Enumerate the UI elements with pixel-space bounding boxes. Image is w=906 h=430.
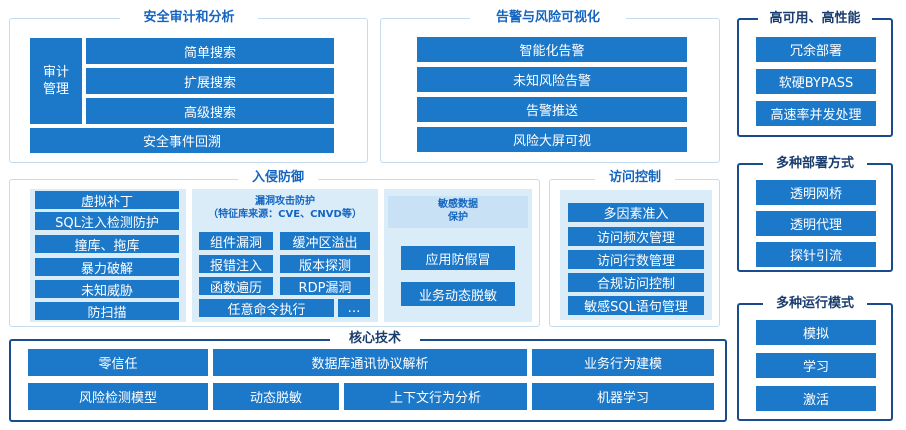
vuln-item-rdp[interactable]: RDP漏洞 [280,277,370,296]
intrusion-item-brute-force[interactable]: 暴力破解 [35,258,179,277]
ha-item-bypass[interactable]: 软硬BYPASS [756,69,876,94]
audit-item-event-trace[interactable]: 安全事件回溯 [30,128,334,153]
ha-item-redundant[interactable]: 冗余部署 [756,37,876,62]
mode-item-activate[interactable]: 激活 [756,386,876,411]
ha-panel-title: 高可用、高性能 [758,11,872,27]
intrusion-item-sql-injection[interactable]: SQL注入检测防护 [35,212,179,231]
alert-item-push[interactable]: 告警推送 [417,97,687,122]
sensitive-title-line1: 敏感数据 [438,199,478,210]
mode-item-simulate[interactable]: 模拟 [756,320,876,345]
vuln-item-component[interactable]: 组件漏洞 [199,232,273,251]
core-item-behavior-modeling[interactable]: 业务行为建模 [532,349,714,376]
alert-panel-title: 告警与风险可视化 [470,10,626,26]
core-item-machine-learning[interactable]: 机器学习 [532,383,714,410]
deploy-panel-title: 多种部署方式 [763,156,867,172]
access-item-frequency[interactable]: 访问频次管理 [568,227,704,246]
core-item-risk-model[interactable]: 风险检测模型 [28,383,208,410]
vuln-item-more[interactable]: … [338,299,370,317]
audit-item-advanced-search[interactable]: 高级搜索 [86,98,334,124]
vuln-group-title-line1: 漏洞攻击防护 [255,196,315,207]
audit-panel-title: 安全审计和分析 [120,10,258,26]
audit-label-line1: 审计 [42,65,69,80]
access-item-row-count[interactable]: 访问行数管理 [568,250,704,269]
core-item-context-analysis[interactable]: 上下文行为分析 [344,383,527,410]
vuln-item-version-probe[interactable]: 版本探测 [280,255,370,274]
intrusion-item-unknown-threat[interactable]: 未知威胁 [35,280,179,299]
audit-item-extended-search[interactable]: 扩展搜索 [86,68,334,94]
sensitive-header [388,196,528,228]
access-item-mfa[interactable]: 多因素准入 [568,203,704,222]
access-panel-title: 访问控制 [595,170,675,186]
sensitive-item-anti-impersonation[interactable]: 应用防假冒 [401,246,515,270]
mode-item-learn[interactable]: 学习 [756,353,876,378]
alert-item-smart[interactable]: 智能化告警 [417,37,687,62]
sensitive-title-line2: 保护 [448,212,468,223]
intrusion-item-anti-scan[interactable]: 防扫描 [35,302,179,321]
deploy-item-proxy[interactable]: 透明代理 [756,211,876,236]
ha-item-concurrency[interactable]: 高速率并发处理 [756,101,876,126]
vuln-item-error-injection[interactable]: 报错注入 [199,255,273,274]
mode-panel-title: 多种运行模式 [763,296,867,312]
intrusion-panel-title: 入侵防御 [238,170,318,186]
core-item-protocol-parsing[interactable]: 数据库通讯协议解析 [213,349,527,376]
vuln-item-buffer-overflow[interactable]: 缓冲区溢出 [280,232,370,251]
core-item-zero-trust[interactable]: 零信任 [28,349,208,376]
vuln-item-arbitrary-command[interactable]: 任意命令执行 [199,299,334,318]
intrusion-left-group [30,189,186,322]
audit-label-line2: 管理 [42,82,69,97]
alert-item-big-screen[interactable]: 风险大屏可视 [417,127,687,152]
audit-item-simple-search[interactable]: 简单搜索 [86,38,334,64]
deploy-item-probe[interactable]: 探针引流 [756,242,876,267]
core-panel-title: 核心技术 [330,331,420,347]
core-item-dynamic-masking[interactable]: 动态脱敏 [213,383,339,410]
deploy-item-bridge[interactable]: 透明网桥 [756,180,876,205]
vuln-group-title-line2: （特征库来源：CVE、CNVD等） [208,209,362,220]
access-item-sensitive-sql[interactable]: 敏感SQL语句管理 [568,296,704,315]
intrusion-item-credential-stuffing[interactable]: 撞库、拖库 [35,235,179,254]
sensitive-item-dynamic-masking[interactable]: 业务动态脱敏 [401,282,515,306]
alert-item-unknown-risk[interactable]: 未知风险告警 [417,67,687,92]
audit-management-label: 审计 管理 [30,38,82,124]
access-item-compliance[interactable]: 合规访问控制 [568,273,704,292]
vuln-item-function-traversal[interactable]: 函数遍历 [199,277,273,296]
intrusion-item-virtual-patch[interactable]: 虚拟补丁 [35,191,179,210]
